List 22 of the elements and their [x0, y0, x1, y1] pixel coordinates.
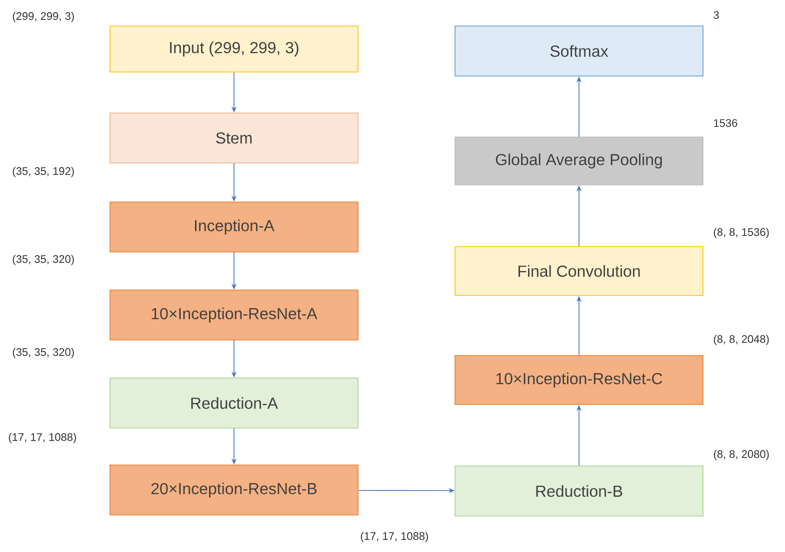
shape-label: (35, 35, 320)	[12, 254, 74, 266]
layer-box: Reduction-A	[110, 378, 358, 428]
shape-label: 3	[714, 11, 719, 19]
layer-box: Global Average Pooling	[454, 136, 704, 186]
layer-box: 20×Inception-ResNet-B	[110, 464, 358, 516]
shape-label: (8, 8, 2080)	[714, 450, 769, 460]
shape-label: (17, 17, 1088)	[8, 432, 76, 444]
shape-label: (35, 35, 320)	[12, 348, 74, 358]
layer-box: 10×Inception-ResNet-C	[454, 355, 704, 405]
layer-box: 10×Inception-ResNet-A	[110, 290, 358, 340]
shape-label: (299, 299, 3)	[12, 12, 74, 22]
layer-box: Reduction-B	[454, 466, 704, 516]
shape-label: (8, 8, 2048)	[714, 334, 769, 346]
shape-label: (35, 35, 192)	[12, 166, 74, 178]
layer-box: Final Convolution	[454, 246, 704, 296]
shape-label: (8, 8, 1536)	[714, 228, 769, 238]
layer-box: Stem	[110, 112, 358, 164]
layer-box: Softmax	[454, 26, 704, 76]
layer-box: Inception-A	[110, 202, 358, 252]
layer-box: Input (299, 299, 3)	[110, 26, 358, 72]
shape-label: 1536	[714, 119, 738, 127]
shape-label: (17, 17, 1088)	[360, 532, 428, 542]
